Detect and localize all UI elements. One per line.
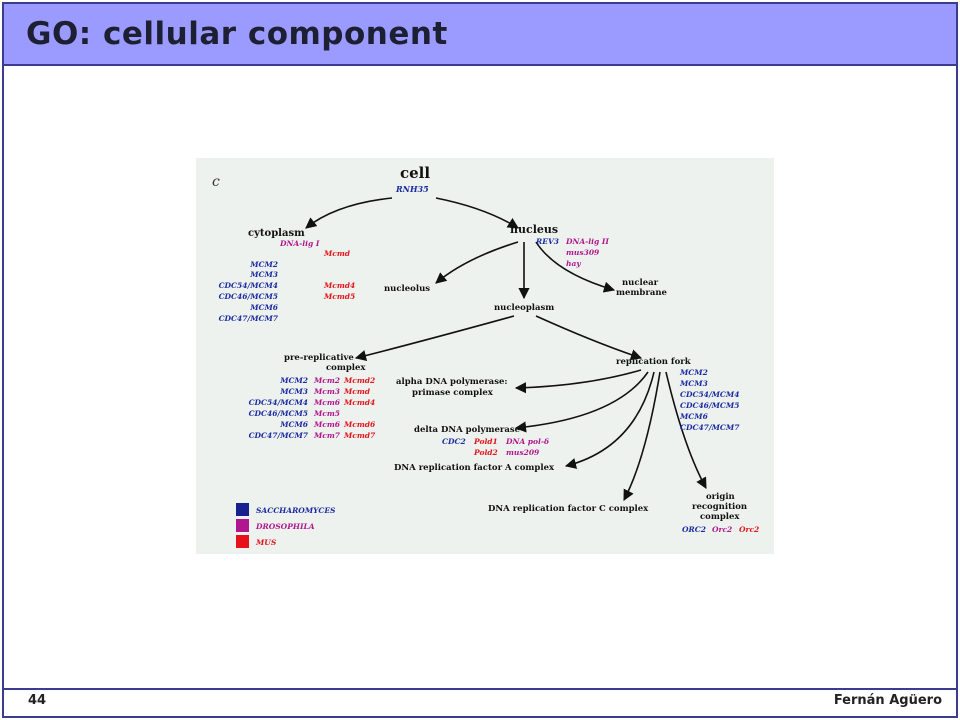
legend-label-mus: MUS: [255, 538, 277, 547]
gene-cyto-blue: CDC54/MCM4: [219, 281, 278, 290]
edge-fork-rfa: [564, 371, 655, 469]
title-bar: GO: cellular component: [4, 4, 956, 66]
author-name: Fernán Agüero: [833, 693, 942, 708]
gene-cyto-red-2: Mcmd4: [323, 281, 355, 290]
gene-fork-blue: CDC47/MCM7: [680, 423, 740, 432]
legend-swatch-drosophila: [236, 519, 249, 532]
slide-title: GO: cellular component: [26, 16, 448, 52]
node-cytoplasm: cytoplasm: [248, 228, 305, 239]
gene-cyto-purple: DNA-lig I: [279, 239, 320, 248]
gene-list-prerep-purple: Mcm2 Mcm3 Mcm6 Mcm5 Mcm6 Mcm7: [313, 376, 341, 440]
gene-list-prerep-blue: MCM2 MCM3 CDC54/MCM4 CDC46/MCM5 MCM6 CDC…: [249, 376, 309, 440]
legend-label-saccharomyces: SACCHAROMYCES: [256, 506, 336, 515]
gene-cyto-blue: MCM6: [249, 303, 279, 312]
legend-swatch-mus: [236, 535, 249, 548]
edge-cell-nucleus: [435, 197, 519, 229]
gene-fork-blue: CDC46/MCM5: [680, 401, 739, 410]
node-rfc: DNA replication factor C complex: [488, 504, 649, 514]
gene-cyto-blue: MCM3: [249, 270, 278, 279]
gene-fork-blue: MCM3: [679, 379, 708, 388]
gene-prerep-red: Mcmd4: [343, 398, 375, 407]
gene-list-cyto-blue: MCM2 MCM3 CDC54/MCM4 CDC46/MCM5 MCM6 CDC…: [219, 260, 279, 323]
gene-list-fork-blue: MCM2 MCM3 CDC54/MCM4 CDC46/MCM5 MCM6 CDC…: [679, 368, 740, 432]
gene-delta-purple: mus209: [506, 448, 540, 457]
gene-prerep-purple: Mcm6: [313, 398, 341, 407]
gene-prerep-blue: MCM2: [279, 376, 308, 385]
node-orc-1: origin: [706, 492, 735, 502]
go-cellular-component-diagram: c cell RNH35 cytoplasm nucleus nucleolus…: [196, 158, 774, 554]
node-delta-pol: delta DNA polymerase: [414, 425, 521, 435]
gene-prerep-red: Mcmd7: [343, 431, 376, 440]
edge-nucleoplasm-prerep: [354, 315, 515, 361]
node-nuclear-membrane-1: nuclear: [622, 278, 659, 288]
footer-divider: [4, 688, 956, 690]
node-nucleolus: nucleolus: [384, 284, 430, 294]
node-prereplicative-1: pre-replicative: [284, 353, 354, 363]
gene-prerep-purple: Mcm3: [313, 387, 340, 396]
gene-cyto-blue: CDC47/MCM7: [219, 314, 279, 323]
edge-cell-cytoplasm: [305, 197, 393, 229]
edges: [305, 197, 707, 501]
gene-cyto-blue: MCM2: [249, 260, 278, 269]
panel-label: c: [212, 174, 220, 190]
page-number: 44: [28, 693, 47, 708]
gene-nucleus-purple: DNA-lig II: [565, 237, 609, 246]
node-replication-fork: replication fork: [616, 357, 692, 367]
node-prereplicative-2: complex: [326, 363, 366, 373]
edge-nucleoplasm-fork: [535, 315, 643, 361]
gene-list-prerep-red: Mcmd2 Mcmd Mcmd4 Mcmd6 Mcmd7: [343, 376, 376, 440]
gene-cyto-red-3: Mcmd5: [323, 292, 355, 301]
gene-prerep-purple: Mcm6: [313, 420, 341, 429]
edge-nucleus-membrane: [535, 241, 616, 293]
gene-nucleus-blue: REV3: [535, 237, 559, 246]
gene-cell-blue: RNH35: [395, 184, 429, 194]
node-nucleus: nucleus: [510, 223, 558, 236]
gene-prerep-blue: MCM3: [279, 387, 308, 396]
node-alpha-pol-1: alpha DNA polymerase:: [396, 377, 508, 387]
gene-fork-blue: CDC54/MCM4: [680, 390, 739, 399]
node-cell: cell: [400, 164, 430, 182]
gene-orc-blue: ORC2: [682, 525, 706, 534]
edge-fork-rfc: [623, 371, 661, 501]
gene-fork-blue: MCM2: [679, 368, 708, 377]
gene-prerep-red: Mcmd6: [343, 420, 376, 429]
gene-orc-purple: Orc2: [712, 525, 732, 534]
gene-prerep-blue: CDC54/MCM4: [249, 398, 308, 407]
gene-cyto-red-1: Mcmd: [323, 249, 351, 258]
gene-delta-red: Pold2: [473, 448, 498, 457]
gene-fork-blue: MCM6: [679, 412, 709, 421]
gene-prerep-purple: Mcm2: [313, 376, 340, 385]
gene-prerep-blue: CDC47/MCM7: [249, 431, 309, 440]
edge-fork-alpha: [514, 369, 642, 394]
node-orc-2: recognition: [692, 502, 747, 512]
node-rfa: DNA replication factor A complex: [394, 463, 555, 473]
gene-prerep-purple: Mcm7: [313, 431, 341, 440]
node-nuclear-membrane-2: membrane: [616, 288, 668, 298]
gene-prerep-purple: Mcm5: [313, 409, 340, 418]
gene-delta-purple: DNA pol-δ: [505, 437, 549, 446]
edge-nucleus-nucleolus: [435, 241, 519, 284]
gene-prerep-blue: CDC46/MCM5: [249, 409, 308, 418]
gene-cyto-blue: CDC46/MCM5: [219, 292, 278, 301]
node-orc-3: complex: [700, 512, 740, 522]
legend-label-drosophila: DROSOPHILA: [255, 522, 315, 531]
gene-delta-red: Pold1: [473, 437, 498, 446]
gene-prerep-red: Mcmd: [343, 387, 371, 396]
legend-swatch-saccharomyces: [236, 503, 249, 516]
gene-nucleus-purple: mus309: [566, 248, 600, 257]
gene-orc-red: Orc2: [739, 525, 759, 534]
gene-nucleus-purple: hay: [566, 259, 581, 268]
node-nucleoplasm: nucleoplasm: [494, 303, 554, 313]
node-alpha-pol-2: primase complex: [412, 388, 494, 398]
legend: SACCHAROMYCES DROSOPHILA MUS: [236, 503, 336, 548]
gene-delta-blue: CDC2: [442, 437, 466, 446]
edge-fork-orc: [665, 371, 707, 489]
gene-prerep-blue: MCM6: [279, 420, 309, 429]
gene-prerep-red: Mcmd2: [343, 376, 375, 385]
edge-fork-delta: [514, 371, 649, 433]
